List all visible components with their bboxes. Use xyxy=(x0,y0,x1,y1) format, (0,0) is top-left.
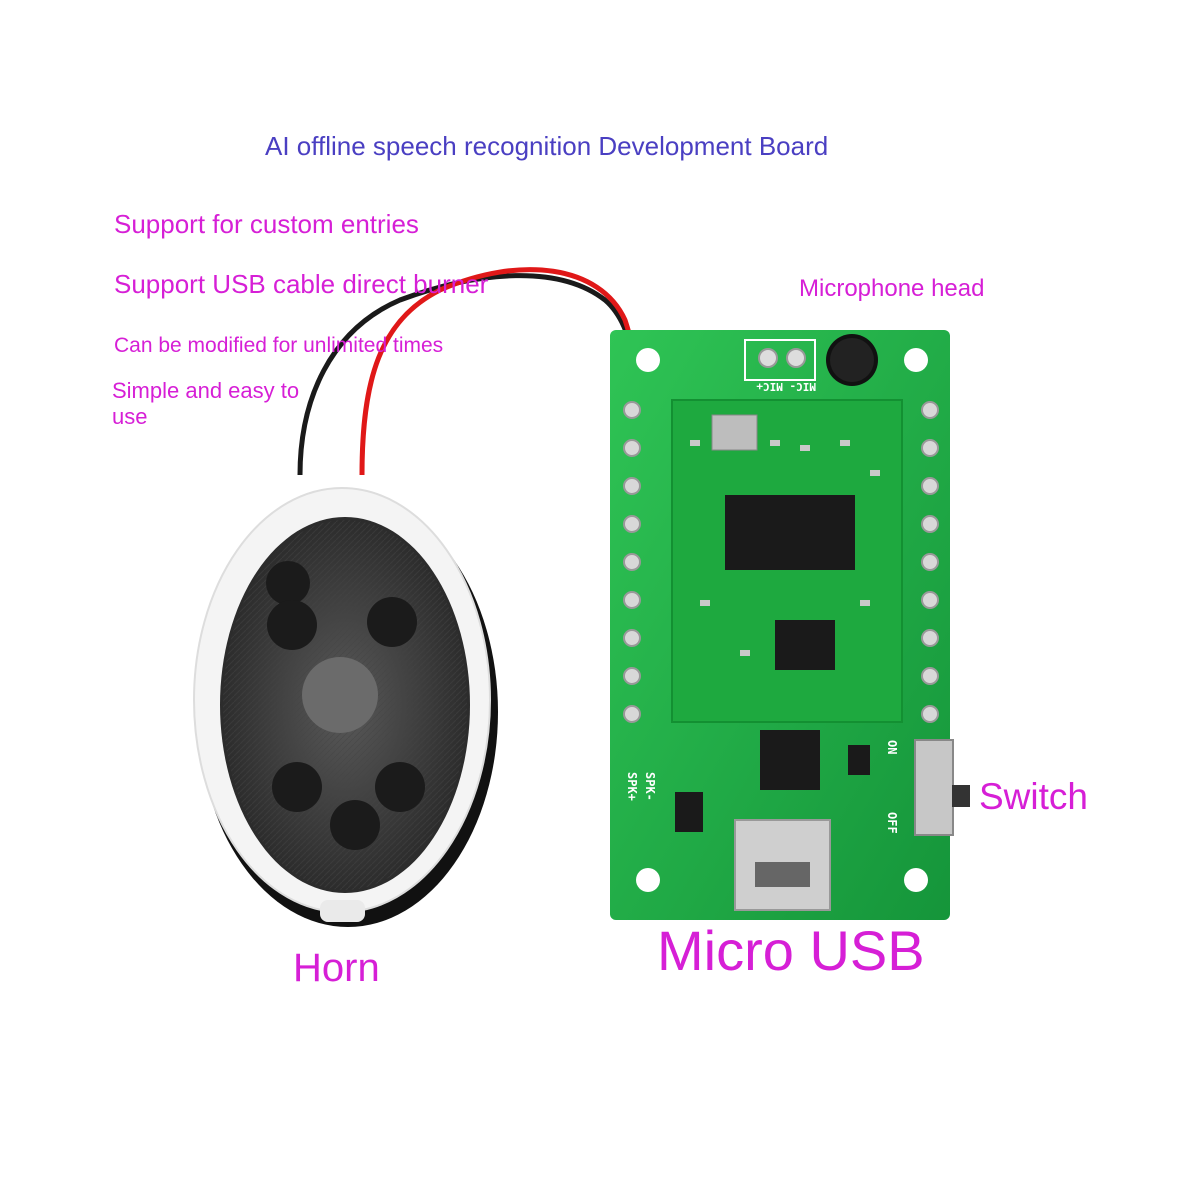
dev-board: MIC- MIC+ xyxy=(610,330,970,920)
mic-pin-marking: MIC- MIC+ xyxy=(756,380,816,393)
off-marking: OFF xyxy=(885,812,899,834)
feature-custom-entries: Support for custom entries xyxy=(114,209,419,239)
callout-horn: Horn xyxy=(293,946,380,990)
spk-plus-marking: SPK+ xyxy=(625,772,639,801)
callout-microphone-head: Microphone head xyxy=(799,275,985,302)
callout-switch: Switch xyxy=(979,776,1088,817)
feature-usb-burner: Support USB cable direct burner xyxy=(114,269,489,299)
feature-easy-to-use: Simple and easy to use xyxy=(112,378,300,429)
speaker-horn xyxy=(193,487,498,927)
spk-minus-marking: SPK- xyxy=(643,772,657,801)
page-title: AI offline speech recognition Developmen… xyxy=(265,131,829,161)
feature-unlimited-modify: Can be modified for unlimited times xyxy=(114,334,444,357)
on-marking: ON xyxy=(885,740,899,754)
callout-micro-usb: Micro USB xyxy=(657,919,925,982)
